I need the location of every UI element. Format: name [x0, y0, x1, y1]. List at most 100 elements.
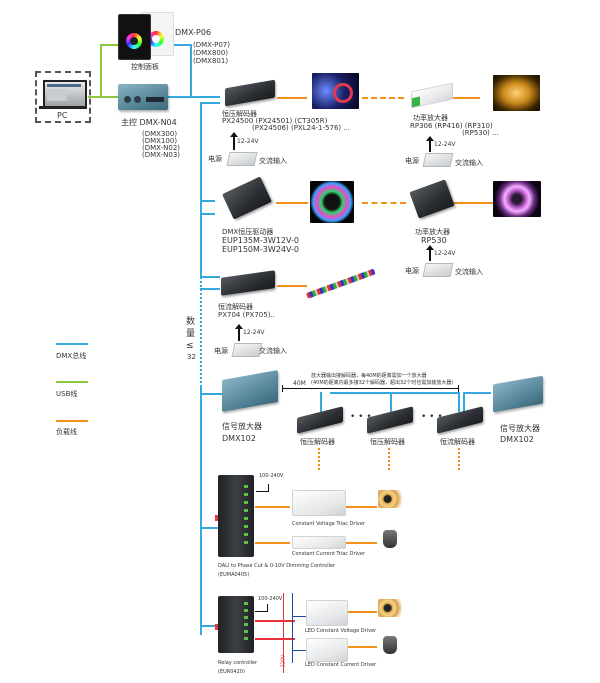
cv-triac-driver-image [292, 490, 346, 516]
relay-controller-image [215, 596, 254, 653]
usb-line-vertical [100, 44, 102, 98]
relay-controller-label-2: (EUR0420) [218, 669, 245, 675]
cv-decoder-models-1: PX24500 (PX24501) (CT305R) [222, 117, 328, 125]
decoder-label-1: 恒压解码器 [300, 438, 335, 446]
cc-decoder-models: PX704 (PX705).. [218, 311, 275, 319]
quantity-label-3: ≤ [186, 341, 194, 351]
dmx-branch-4 [200, 393, 222, 395]
master-alt-1: (DMX300) [142, 130, 178, 138]
dmx-drop-1 [320, 392, 322, 412]
load-line-2-dashed [362, 202, 406, 204]
mains-blue-2 [292, 650, 306, 651]
downlight-image [383, 530, 397, 548]
dmx-line-master [168, 96, 220, 98]
downlight-image [383, 636, 397, 654]
amp-models-1: RP306 (RP416) (RP310) [410, 122, 493, 130]
mains-voltage-label: 100-240V [258, 596, 283, 602]
master-alt-3: (DMX-N02) [142, 144, 181, 152]
led-strip-reel-photo [378, 599, 402, 617]
dmx-branch-2b [200, 213, 215, 215]
dmx-drop-3 [458, 392, 460, 412]
load-line-4c [458, 448, 460, 470]
dali-controller-label-1: DALI to Phase Cut & 0-10V Dimming Contro… [218, 563, 336, 569]
psu-label: 电源 [405, 267, 419, 275]
load-line-1-dashed [362, 97, 404, 99]
master-alt-2: (DMX100) [142, 137, 178, 145]
signal-amp-left-label: 信号放大器 [222, 422, 262, 431]
led-strip-reel-photo [378, 490, 402, 508]
signal-amplifier-right-image [493, 375, 543, 413]
cc-triac-driver-label: Constant Current Triac Driver [292, 551, 365, 557]
dali-controller-label-2: (EUMA0405) [218, 572, 250, 578]
load-line-5d [345, 542, 377, 544]
dmx-bus-dotted [200, 277, 202, 387]
rgb-led-strip-photo [312, 73, 359, 109]
mains-voltage-label: 100-240V [259, 473, 284, 479]
dmx-cv-driver-label: DMX恒压驱动器 [222, 228, 274, 236]
mains-red-2 [255, 638, 295, 640]
distance-arrow [282, 388, 458, 389]
led-cv-driver-image [306, 600, 348, 626]
ac-input-label: 交流输入 [259, 157, 287, 165]
dmx-cv-driver-model-2: EUP150M-3W24V-0 [222, 245, 299, 254]
control-panel-model: DMX-P06 [175, 28, 212, 37]
distance-label: 40M [293, 380, 306, 387]
dmx-branch-3b [200, 288, 220, 290]
legend-usb-label: USB线 [56, 390, 78, 398]
load-line-5b [345, 506, 377, 508]
decoder-label-2: 恒压解码器 [370, 438, 405, 446]
psu-label: 电源 [208, 155, 222, 163]
cc-decoder-image [221, 270, 275, 296]
legend-load-label: 负载线 [56, 428, 77, 436]
quantity-label-1: 数 [186, 317, 196, 327]
ellipsis-2: • • • [421, 412, 443, 422]
decoder-label-3: 恒流解码器 [440, 438, 475, 446]
load-line-5a [255, 506, 290, 508]
led-cc-driver-image [306, 638, 348, 662]
power-arrow-icon [426, 136, 434, 152]
quantity-label-2: 量 [186, 329, 196, 339]
led-wall-washer-image [305, 268, 376, 299]
load-line-2a [276, 202, 308, 204]
amp-note-2: (40M的距离内最多接32个解码器，超出32个时也需加装放大器) [311, 380, 454, 386]
mains-red-1 [255, 620, 295, 622]
power-arrow-icon [426, 245, 434, 261]
load-line-2b [454, 202, 494, 204]
signal-amplifier-left-image [222, 370, 278, 412]
amp-models-2: (RP530) ... [462, 129, 499, 137]
load-line-5c [255, 542, 290, 544]
legend-dmx-label: DMX总线 [56, 352, 87, 360]
cv-decoder-models-2: (PX24506) (PXL24-1-576) ... [252, 124, 351, 132]
voltage-label: 12-24V [237, 138, 259, 145]
ac-input-label: 交流输入 [455, 268, 483, 276]
led-cv-driver-label: LED Constant Voltage Driver [305, 628, 377, 634]
load-line-1b [452, 97, 480, 99]
dmx-branch-3a [200, 276, 220, 278]
cv-decoder-image [225, 79, 275, 107]
dmx-line-panel-drop [190, 44, 192, 96]
master-alt-4: (DMX-N03) [142, 151, 181, 159]
pc-node[interactable]: PC [35, 71, 91, 123]
decoder-image-3 [437, 406, 483, 434]
mains-arrow-icon [256, 484, 269, 492]
master-controller-image [118, 84, 168, 110]
dmx-branch-5 [200, 527, 218, 529]
control-panel-image [118, 14, 151, 60]
cv-decoder-label: 恒压解码器 [222, 110, 257, 118]
mains-blue-1 [292, 616, 306, 617]
voltage-label: 12-24V [243, 329, 265, 336]
pc-label: PC [57, 111, 68, 120]
load-line-4b [388, 448, 390, 470]
legend-dmx-swatch [56, 343, 88, 345]
power-supply-icon [226, 152, 258, 166]
signal-amp-right-model: DMX102 [500, 435, 534, 444]
dmx-branch-6 [200, 625, 218, 627]
psu-label: 电源 [405, 157, 419, 165]
load-line-6b [345, 646, 377, 648]
dmx-cv-driver-model-1: EUP135M-3W12V-0 [222, 236, 299, 245]
pink-led-strip-photo [493, 181, 541, 217]
power-supply-icon [422, 263, 454, 277]
load-line-1a [277, 97, 307, 99]
voltage-label: 12-24V [434, 141, 456, 148]
power-arrow-icon [230, 132, 238, 150]
